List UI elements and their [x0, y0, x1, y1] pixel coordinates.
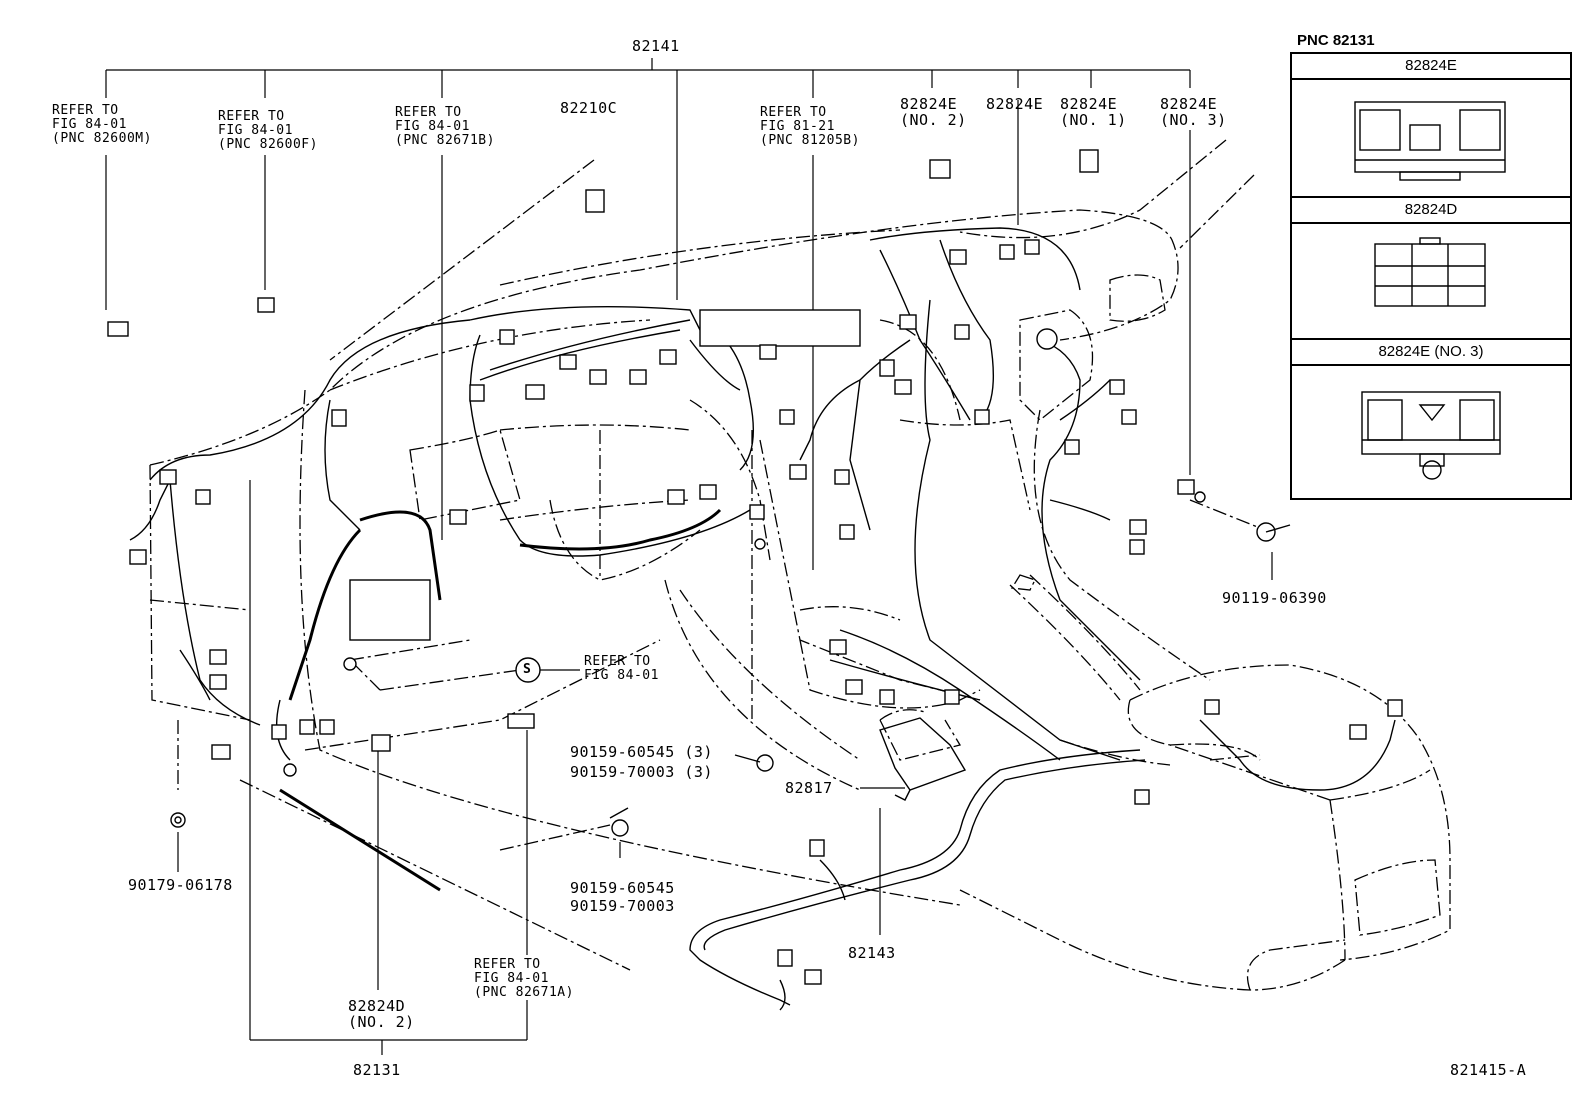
connector: [1177, 479, 1195, 495]
connector: [257, 297, 275, 313]
connector: [585, 189, 605, 213]
connector: [507, 713, 535, 729]
connector-82824d-face: [1374, 243, 1486, 307]
connector: [107, 321, 129, 337]
inset-title: PNC 82131: [1297, 32, 1375, 49]
label-82824e: 82824E: [986, 95, 1044, 113]
dashboard-outline: [149, 209, 1179, 906]
connector-82824e-no3-face: [1361, 391, 1501, 455]
inset-connectors: [1354, 101, 1506, 480]
s-symbol-label: S: [523, 662, 532, 677]
label-82824e-no3: 82824E(NO. 3): [1160, 95, 1227, 129]
label-82141: 82141: [632, 37, 680, 55]
label-82143: 82143: [848, 944, 896, 962]
label-90159-a: 90159-60545 (3)90159-70003 (3): [570, 743, 713, 781]
inset-row-1: 82824E: [1292, 54, 1570, 84]
junction-block: [699, 309, 861, 347]
junction-block: [349, 579, 431, 641]
leader-lines: [105, 100, 1273, 1055]
inset-row-3: 82824E (NO. 3): [1292, 338, 1570, 368]
inset-panel: 82824E 82824D 82824E (NO. 3): [1290, 52, 1572, 500]
label-82824e-no1: 82824E(NO. 1): [1060, 95, 1127, 129]
connector: [929, 159, 951, 179]
connector: [371, 734, 391, 752]
label-82824d-no2: 82824D(NO. 2): [348, 997, 415, 1031]
console-outline: [879, 409, 1451, 991]
label-90179: 90179-06178: [128, 876, 233, 894]
label-82131: 82131: [353, 1061, 401, 1079]
bracket-82141: [105, 58, 1191, 300]
label-90119: 90119-06390: [1222, 589, 1327, 607]
figure-id: 821415-A: [1450, 1061, 1527, 1079]
label-82210c: 82210C: [560, 99, 618, 117]
bracket-82817: [879, 717, 967, 801]
wire-harness: [129, 227, 1396, 1011]
bolt-icon: [756, 754, 774, 772]
label-82817: 82817: [785, 779, 833, 797]
reference-lines: [177, 139, 1266, 971]
label-82824e-no2: 82824E(NO. 2): [900, 95, 967, 129]
bolt-icon: [611, 819, 629, 837]
fasteners: [170, 328, 1291, 837]
connector: [1079, 149, 1099, 173]
s-symbol: [515, 657, 541, 683]
inset-row-2: 82824D: [1292, 196, 1570, 226]
connectors: [107, 149, 1403, 985]
